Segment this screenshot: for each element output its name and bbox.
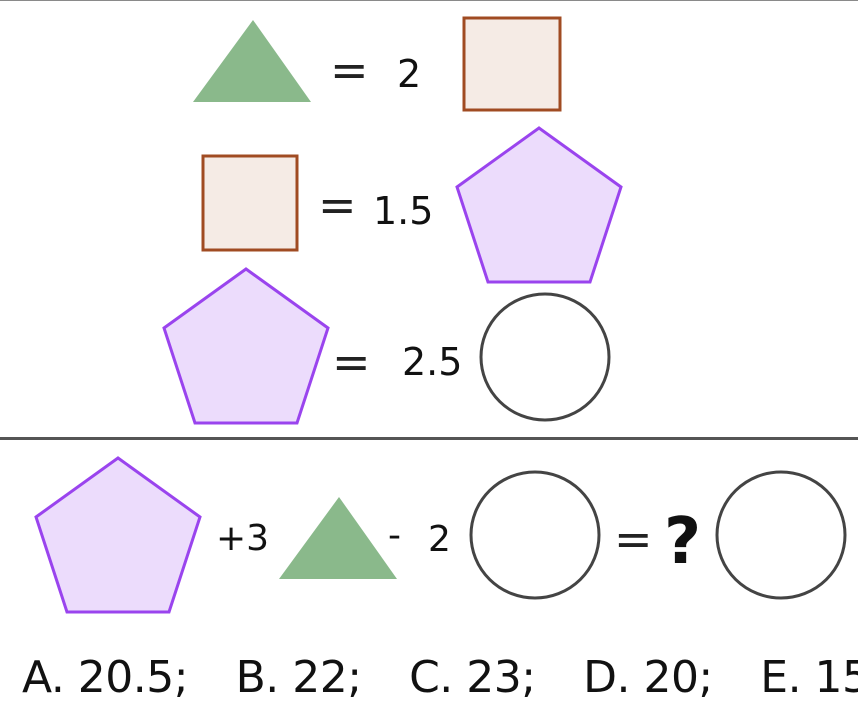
- equals-sign: =: [330, 43, 369, 97]
- answer-option-e[interactable]: E. 15: [760, 652, 858, 703]
- coefficient: 2.5: [402, 340, 463, 384]
- triangle-icon: [279, 497, 397, 579]
- coefficient: 2: [397, 52, 422, 96]
- minus-sign: -: [388, 515, 401, 556]
- plus-coefficient: +3: [216, 518, 270, 559]
- circle-icon: [469, 470, 601, 600]
- answer-option-b[interactable]: B. 22;: [235, 652, 362, 703]
- answer-option-d[interactable]: D. 20;: [583, 652, 713, 703]
- section-divider: [0, 437, 858, 440]
- triangle-icon: [193, 20, 311, 102]
- square-icon: [462, 16, 562, 112]
- minus-coefficient: 2: [428, 519, 451, 560]
- pentagon-icon: [34, 456, 202, 614]
- circle-icon: [715, 470, 847, 600]
- unknown-mark: ?: [664, 505, 702, 579]
- answer-choices: A. 20.5; B. 22; C. 23; D. 20; E. 15: [22, 652, 858, 703]
- answer-option-a[interactable]: A. 20.5;: [22, 652, 189, 703]
- equals-sign: =: [318, 178, 357, 232]
- square-icon: [201, 154, 299, 252]
- answer-option-c[interactable]: C. 23;: [409, 652, 536, 703]
- equals-sign: =: [332, 335, 371, 389]
- circle-icon: [479, 292, 611, 422]
- pentagon-icon: [455, 126, 623, 284]
- pentagon-icon: [162, 267, 330, 425]
- coefficient: 1.5: [373, 189, 434, 233]
- top-border: [0, 0, 858, 1]
- equals-sign: =: [614, 512, 653, 566]
